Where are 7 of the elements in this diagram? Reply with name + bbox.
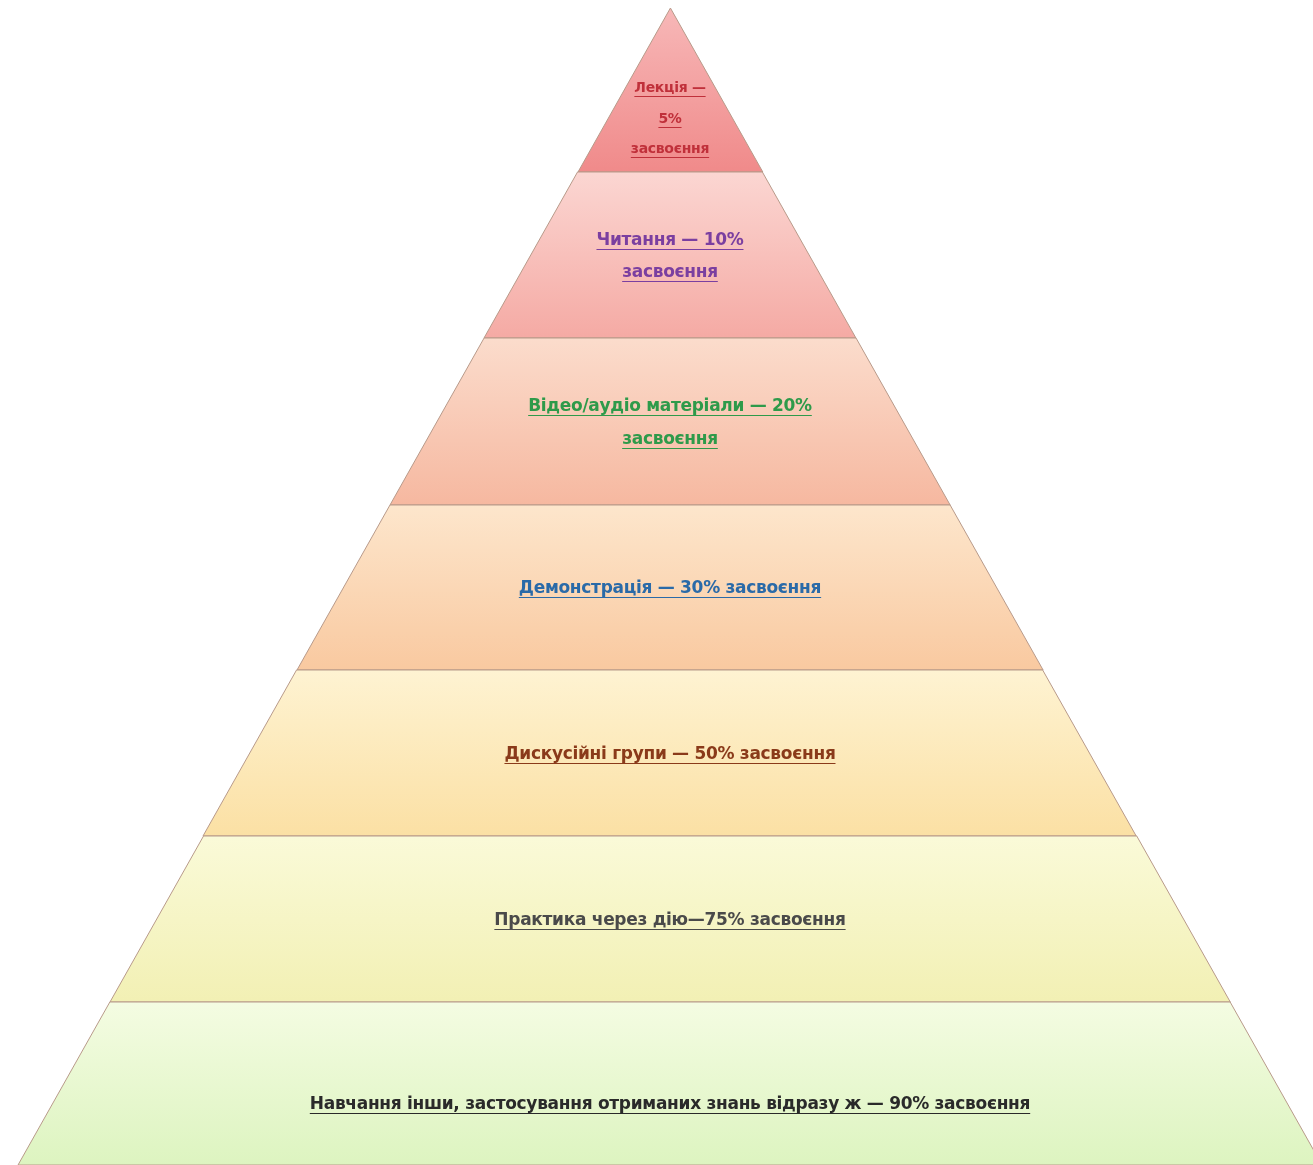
band-label: Дискусійні групи — 50% засвоєння — [503, 741, 837, 765]
band-label: Навчання інши, застосування отриманих знань відразу ж — 90% засвоєння — [308, 1092, 1032, 1116]
band-label: Читання — 10% засвоєння — [595, 227, 745, 283]
band-label: Демонстрація — 30% засвоєння — [517, 576, 823, 600]
band-label: Лекція — 5% засвоєння — [629, 77, 711, 159]
band-label: Відео/аудіо матеріали — 20% засвоєння — [527, 394, 813, 450]
band-label: Практика через дію—75% засвоєння — [493, 907, 847, 931]
